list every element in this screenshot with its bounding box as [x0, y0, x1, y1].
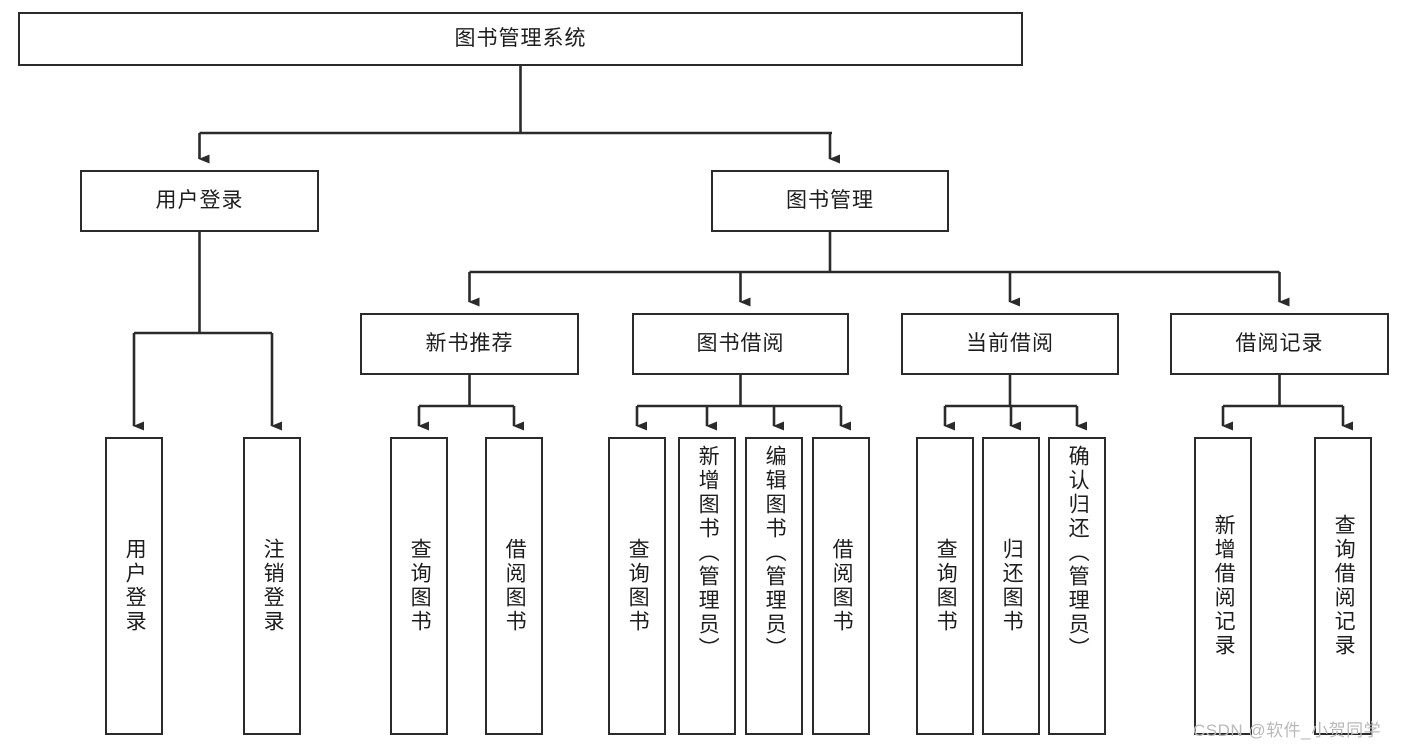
node-root-book-management-system[interactable]: 图书管理系统 [18, 12, 1023, 66]
leaf-node-edit-book-admin[interactable]: 编辑图书（管理员） [745, 437, 803, 735]
node-current-borrowing-label: 当前借阅 [966, 331, 1054, 355]
node-new-book-recommendation[interactable]: 新书推荐 [360, 313, 579, 375]
leaf-node-label: 新增借阅记录 [1212, 514, 1236, 658]
leaf-node-borrow-books-rec[interactable]: 借阅图书 [485, 437, 543, 735]
leaf-node-label: 查询图书 [408, 538, 432, 634]
leaf-node-label: 确认归还（管理员） [1066, 445, 1090, 661]
leaf-node-label: 查询借阅记录 [1332, 514, 1356, 658]
leaf-node-label: 查询图书 [626, 538, 650, 634]
node-book-management-label: 图书管理 [786, 188, 874, 212]
leaf-node-label: 注销登录 [261, 538, 285, 634]
leaf-node-label: 借阅图书 [830, 538, 854, 634]
leaf-node-label: 查询图书 [934, 538, 958, 634]
leaf-node-label: 新增图书（管理员） [696, 445, 720, 661]
leaf-node-label: 编辑图书（管理员） [763, 445, 787, 661]
node-root-label: 图书管理系统 [454, 26, 587, 50]
leaf-node-label: 用户登录 [123, 538, 147, 634]
leaf-node-label: 借阅图书 [503, 538, 527, 634]
leaf-node-return-books[interactable]: 归还图书 [982, 437, 1040, 735]
leaf-node-label: 归还图书 [1000, 538, 1024, 634]
leaf-node-logout-login[interactable]: 注销登录 [243, 437, 301, 735]
leaf-node-query-books-borrow[interactable]: 查询图书 [608, 437, 666, 735]
leaf-node-add-book-admin[interactable]: 新增图书（管理员） [678, 437, 736, 735]
leaf-node-add-borrow-record[interactable]: 新增借阅记录 [1194, 437, 1252, 735]
node-user-login-label: 用户登录 [155, 188, 244, 212]
node-borrowing-record-label: 借阅记录 [1235, 331, 1324, 355]
leaf-node-user-login[interactable]: 用户登录 [105, 437, 163, 735]
node-user-login[interactable]: 用户登录 [80, 170, 319, 232]
csdn-watermark: CSDN @软件_小贺同学 [1193, 721, 1382, 740]
node-book-borrowing[interactable]: 图书借阅 [632, 313, 849, 375]
leaf-node-confirm-return-admin[interactable]: 确认归还（管理员） [1048, 437, 1106, 735]
node-new-book-recommendation-label: 新书推荐 [425, 331, 514, 355]
leaf-node-query-books-rec[interactable]: 查询图书 [390, 437, 448, 735]
leaf-node-query-borrow-record[interactable]: 查询借阅记录 [1314, 437, 1372, 735]
node-book-management[interactable]: 图书管理 [711, 170, 949, 232]
node-current-borrowing[interactable]: 当前借阅 [901, 313, 1119, 375]
leaf-node-query-books-current[interactable]: 查询图书 [916, 437, 974, 735]
node-book-borrowing-label: 图书借阅 [696, 331, 785, 355]
node-borrowing-record[interactable]: 借阅记录 [1170, 313, 1389, 375]
leaf-node-borrow-books[interactable]: 借阅图书 [812, 437, 870, 735]
